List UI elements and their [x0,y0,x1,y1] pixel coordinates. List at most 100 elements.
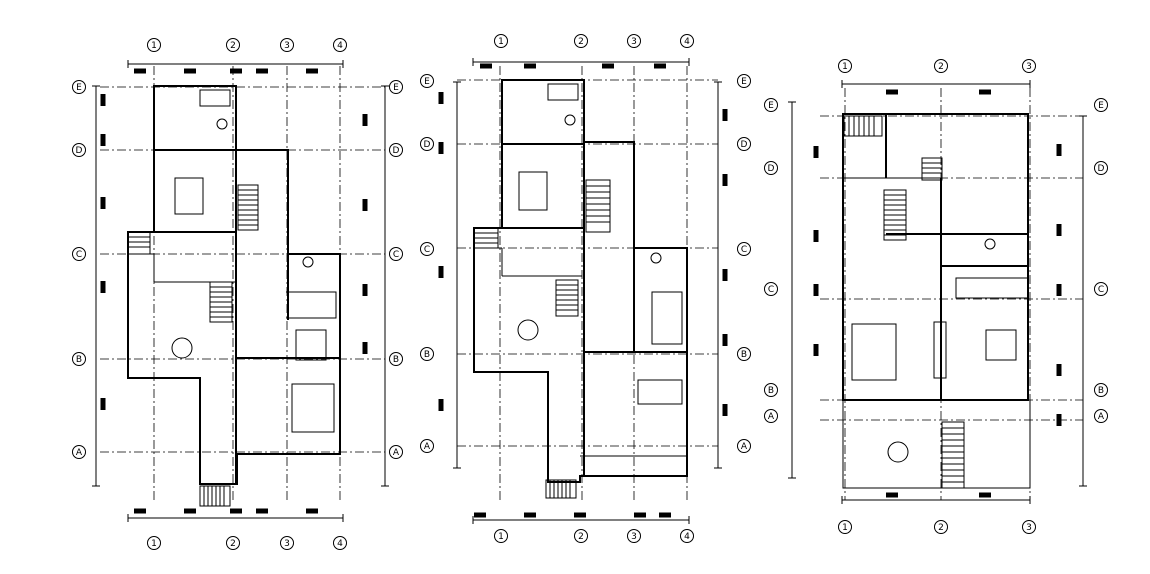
plan-1-row-E-left: E [72,80,86,94]
column-block [813,344,819,356]
plan-2-row-B-right-label: B [741,350,747,360]
plan-1-row-D-left-label: D [76,146,83,156]
toilet-icon [650,252,662,264]
plan-3-col-3-bottom: 3 [1022,520,1036,534]
plan-3-row-C-right-label: C [1098,285,1104,295]
column-block [438,142,444,154]
sofa-set-icon [651,291,683,345]
plan-2-row-D-right-label: D [741,140,748,150]
round-table-icon [517,319,539,341]
plan-3-col-1-top-label: 1 [842,62,848,72]
plan-3-row-E-left-label: E [768,101,774,111]
plan-3-col-3-top-label: 3 [1026,62,1032,72]
plan-1-col-2-top: 2 [226,38,240,52]
sofa-set-icon [291,383,335,433]
plan-3-col-2-bottom: 2 [934,520,948,534]
plan-2-row-C-left-label: C [424,245,430,255]
plan-2-col-2-bottom: 2 [574,529,588,543]
plan-2-col-1-top-label: 1 [498,37,504,47]
plan-3-fixtures [851,238,1017,463]
plan-2-col-3-bottom-label: 3 [631,532,637,542]
plan-2-row-C-right: C [737,242,751,256]
plan-3-col-1-top: 1 [838,59,852,73]
column-block [524,512,536,518]
plan-2-row-D-left-label: D [424,140,431,150]
plan-2-row-D-left: D [420,137,434,151]
column-block [1056,144,1062,156]
plan-2-col-3-bottom: 3 [627,529,641,543]
plan-3-dimension-lines [788,80,1087,504]
column-block [524,63,536,69]
plan-2-row-A-right-label: A [741,442,748,452]
plan-3-row-B-right: B [1094,383,1108,397]
column-block [362,284,368,296]
plan-2-row-B-left: B [420,347,434,361]
plan-1-row-D-right: D [389,143,403,157]
plan-2-walls [473,79,688,483]
plan-3-row-D-right: D [1094,161,1108,175]
column-block [438,399,444,411]
column-block [979,492,991,498]
column-block [362,114,368,126]
column-block [722,174,728,186]
plan-3-row-A-right-label: A [1098,412,1105,422]
plan-2-col-2-bottom-label: 2 [578,532,584,542]
plan-1-fixtures [171,89,335,433]
plan-2-row-E-left-label: E [424,77,430,87]
plan-3-row-C-left: C [764,282,778,296]
column-block [362,199,368,211]
plan-3-row-E-right-label: E [1098,101,1104,111]
column-block [256,68,268,74]
round-table-icon [171,337,193,359]
column-block [722,269,728,281]
column-block [230,508,242,514]
plan-1-col-1-top-label: 1 [151,41,157,51]
plan-3-row-A-right: A [1094,409,1108,423]
column-block [634,512,646,518]
plan-2-row-E-left: E [420,74,434,88]
plan-3-row-E-right: E [1094,98,1108,112]
column-block [722,109,728,121]
plan-3-row-B-right-label: B [1098,386,1104,396]
plan-2-col-3-top: 3 [627,34,641,48]
plan-2-col-4-bottom-label: 4 [684,532,690,542]
bathtub-icon [547,83,579,101]
column-block [100,94,106,106]
plan-2-col-1-bottom: 1 [494,529,508,543]
plan-1-row-D-left: D [72,143,86,157]
column-block [438,92,444,104]
plan-2-dimension-lines [453,58,722,524]
plan-2-col-2-top-label: 2 [578,37,584,47]
bathtub-icon [199,89,231,107]
plan-3-stairs [843,115,965,489]
plan-3-row-C-right: C [1094,282,1108,296]
plan-3-col-2-bottom-label: 2 [938,523,944,533]
plan-1-row-C-right: C [389,247,403,261]
column-block [134,68,146,74]
plan-1-row-C-left-label: C [76,250,82,260]
column-block [813,230,819,242]
plan-1-col-2-bottom-label: 2 [230,539,236,549]
plan-3-row-A-left-label: A [768,412,775,422]
plan-1-col-3-top-label: 3 [284,41,290,51]
plan-3-axis-grid [820,88,1083,500]
column-block [134,508,146,514]
plan-1-col-4-bottom-label: 4 [337,539,343,549]
plan-2-col-3-top-label: 3 [631,37,637,47]
plan-2-row-A-left-label: A [424,442,431,452]
column-block [574,512,586,518]
column-block [1056,364,1062,376]
plan-1-col-4-top: 4 [333,38,347,52]
column-block [100,281,106,293]
plan-2-col-1-top: 1 [494,34,508,48]
plan-1-col-2-bottom: 2 [226,536,240,550]
column-block [813,284,819,296]
plan-1-col-3-bottom: 3 [280,536,294,550]
plan-2-col-2-top: 2 [574,34,588,48]
plan-1-row-C-left: C [72,247,86,261]
plan-3-row-C-left-label: C [768,285,774,295]
bed-icon [518,171,548,211]
plan-1-row-A-right-label: A [393,448,400,458]
